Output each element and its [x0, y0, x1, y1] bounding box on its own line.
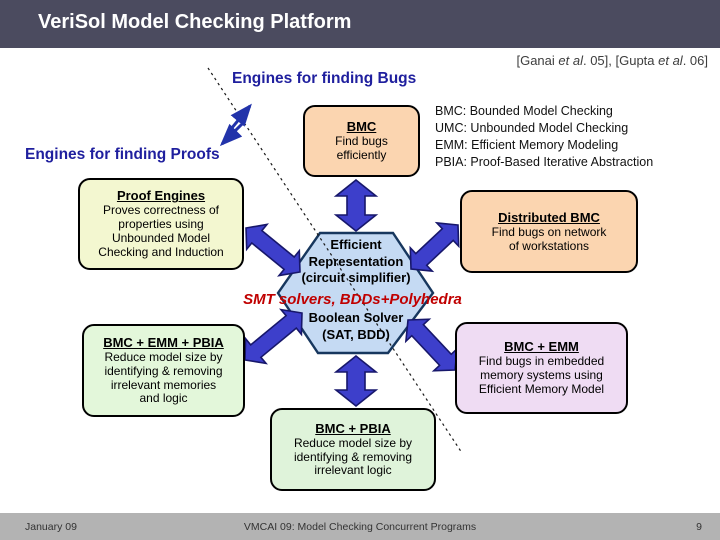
double-arrow-proof-engines-hexagon [245, 223, 301, 277]
legend-line-umc: UMC: Unbounded Model Checking [435, 121, 629, 135]
box-bmc-pbia-body: Reduce model size by identifying & remov… [293, 435, 413, 478]
citation-etal: et al [558, 53, 583, 68]
hexagon-line-circuit-simplifier: (circuit simplifier) [301, 270, 411, 285]
label-engines-for-finding-bugs: Engines for finding Bugs [232, 70, 417, 87]
abbreviation-legend: BMC: Bounded Model Checking UMC: Unbound… [435, 103, 653, 171]
box-bmc-pbia-title: BMC + PBIA [315, 420, 391, 436]
double-arrow-bmc-emm-pbia-hexagon [244, 308, 303, 365]
arrow-to-proofs-icon [219, 120, 246, 147]
slide-title: VeriSol Model Checking Platform [38, 11, 352, 33]
slide-page-number: 9 [696, 521, 702, 533]
hexagon-upper-text: Efficient Representation (circuit simpli… [256, 237, 456, 287]
citation-part: . 05], [Gupta [582, 53, 659, 68]
hexagon-line-sat-bdd: (SAT, BDD) [322, 326, 390, 342]
double-arrow-hexagon-bmc-pbia [333, 354, 379, 408]
hexagon-lower-text: Boolean Solver (SAT, BDD) [256, 310, 456, 343]
hexagon-line-efficient: Efficient [330, 237, 382, 252]
box-bmc: BMC Find bugs efficiently [303, 105, 420, 177]
smt-solvers-overlay-text: SMT solvers, BDDs+Polyhedra [243, 291, 462, 308]
box-distributed-bmc: Distributed BMC Find bugs on network of … [460, 190, 638, 273]
box-bmc-title: BMC [346, 119, 377, 135]
box-bmc-emm-pbia-body: Reduce model size by identifying & remov… [104, 349, 223, 406]
box-bmc-body: Find bugs efficiently [335, 134, 388, 162]
citation-part: . 06] [682, 53, 708, 68]
box-bmc-emm-pbia: BMC + EMM + PBIA Reduce model size by id… [82, 324, 245, 417]
citation: [Ganai et al. 05], [Gupta et al. 06] [516, 53, 708, 68]
citation-etal: et al [658, 53, 683, 68]
box-bmc-emm-body: Find bugs in embedded memory systems usi… [478, 354, 605, 396]
box-distributed-bmc-body: Find bugs on network of workstations [491, 224, 607, 253]
hexagon-line-boolean-solver: Boolean Solver [308, 310, 404, 325]
box-distributed-bmc-title: Distributed BMC [498, 209, 600, 225]
box-proof-engines-body: Proves correctness of properties using U… [98, 203, 224, 259]
efficient-representation-hexagon [276, 231, 435, 355]
hexagon-line-representation: Representation [308, 253, 404, 269]
dashed-divider-line [207, 67, 463, 454]
footer-date: January 09 [25, 521, 77, 533]
legend-line-pbia: PBIA: Proof-Based Iterative Abstraction [435, 155, 654, 169]
box-bmc-emm-pbia-title: BMC + EMM + PBIA [103, 334, 224, 350]
box-proof-engines-title: Proof Engines [116, 188, 206, 204]
box-bmc-emm-title: BMC + EMM [504, 339, 579, 355]
box-proof-engines: Proof Engines Proves correctness of prop… [78, 178, 244, 270]
footer-conference: VMCAI 09: Model Checking Concurrent Prog… [243, 521, 477, 533]
citation-part: [Ganai [516, 53, 559, 68]
box-bmc-pbia: BMC + PBIA Reduce model size by identify… [270, 408, 436, 491]
slide-header: VeriSol Model Checking Platform [0, 0, 720, 48]
legend-line-bmc: BMC: Bounded Model Checking [435, 104, 613, 118]
label-engines-for-finding-proofs: Engines for finding Proofs [25, 146, 220, 163]
double-arrow-bmc-hexagon [333, 178, 379, 233]
slide-footer: January 09 VMCAI 09: Model Checking Conc… [0, 513, 720, 540]
double-arrow-distributed-bmc-hexagon [409, 221, 460, 273]
box-bmc-emm: BMC + EMM Find bugs in embedded memory s… [455, 322, 628, 414]
legend-line-emm: EMM: Efficient Memory Modeling [435, 138, 619, 152]
